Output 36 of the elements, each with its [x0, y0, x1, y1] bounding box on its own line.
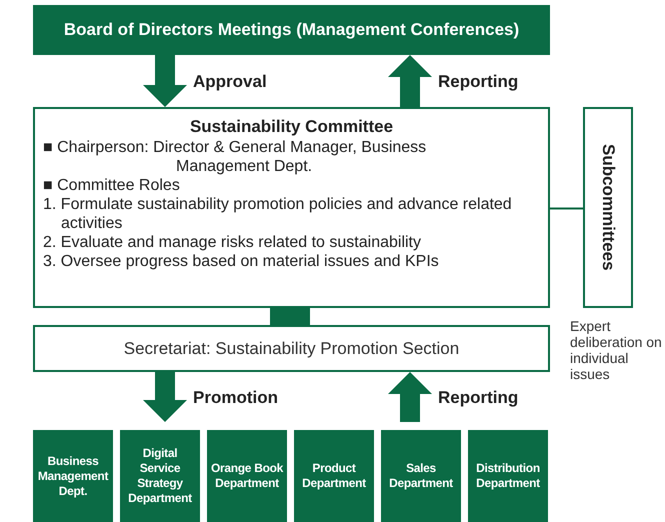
committee-text: 3. Oversee progress based on material issues and KPIs: [43, 252, 440, 271]
edge-label: Reporting: [438, 387, 518, 409]
block-arrow: [388, 55, 432, 107]
department-box: [381, 430, 461, 522]
subcommittee-box: [583, 107, 633, 308]
secretariat-box: [33, 325, 550, 372]
header-text: Board of Directors Meetings (Management Conferences): [64, 19, 520, 42]
committee-box: [33, 107, 550, 308]
committee-title: Sustainability Committee: [188, 117, 394, 136]
department-name: Sales Department: [388, 461, 454, 491]
department-name: Orange Book Department: [210, 461, 284, 491]
block-arrow: [143, 372, 187, 422]
committee-text: 1. Formulate sustainability promotion policies and advance related activities: [43, 195, 513, 233]
department-name: Distribution Department: [475, 461, 541, 491]
department-box: [294, 430, 374, 522]
department-name: Product Department: [301, 461, 367, 491]
header-bar: [33, 5, 550, 55]
department-box: [468, 430, 548, 522]
edge-label: Promotion: [193, 387, 278, 409]
block-arrow: [388, 372, 432, 422]
edge-label: Reporting: [438, 71, 518, 93]
department-box: [120, 430, 200, 522]
department-name: Business Management Dept.: [36, 454, 110, 498]
edge-label: Approval: [193, 71, 267, 93]
secretariat-text: Secretariat: Sustainability Promotion Section: [124, 338, 460, 360]
department-box: [33, 430, 113, 522]
department-name: Digital Service Strategy Department: [127, 446, 193, 506]
subcommittee-label: Subcommittees: [598, 144, 619, 271]
department-box: [207, 430, 287, 522]
note-text: Expert deliberation on individual issues: [570, 318, 662, 382]
committee-text: ■ Chairperson: Director & General Manager, Business Management Dept.: [43, 138, 428, 176]
connector-bar: [270, 308, 310, 325]
block-arrow: [143, 55, 187, 107]
connector-line: [550, 208, 583, 210]
committee-text: 2. Evaluate and manage risks related to sustainability: [43, 233, 422, 252]
committee-text: ■ Committee Roles: [43, 176, 181, 195]
